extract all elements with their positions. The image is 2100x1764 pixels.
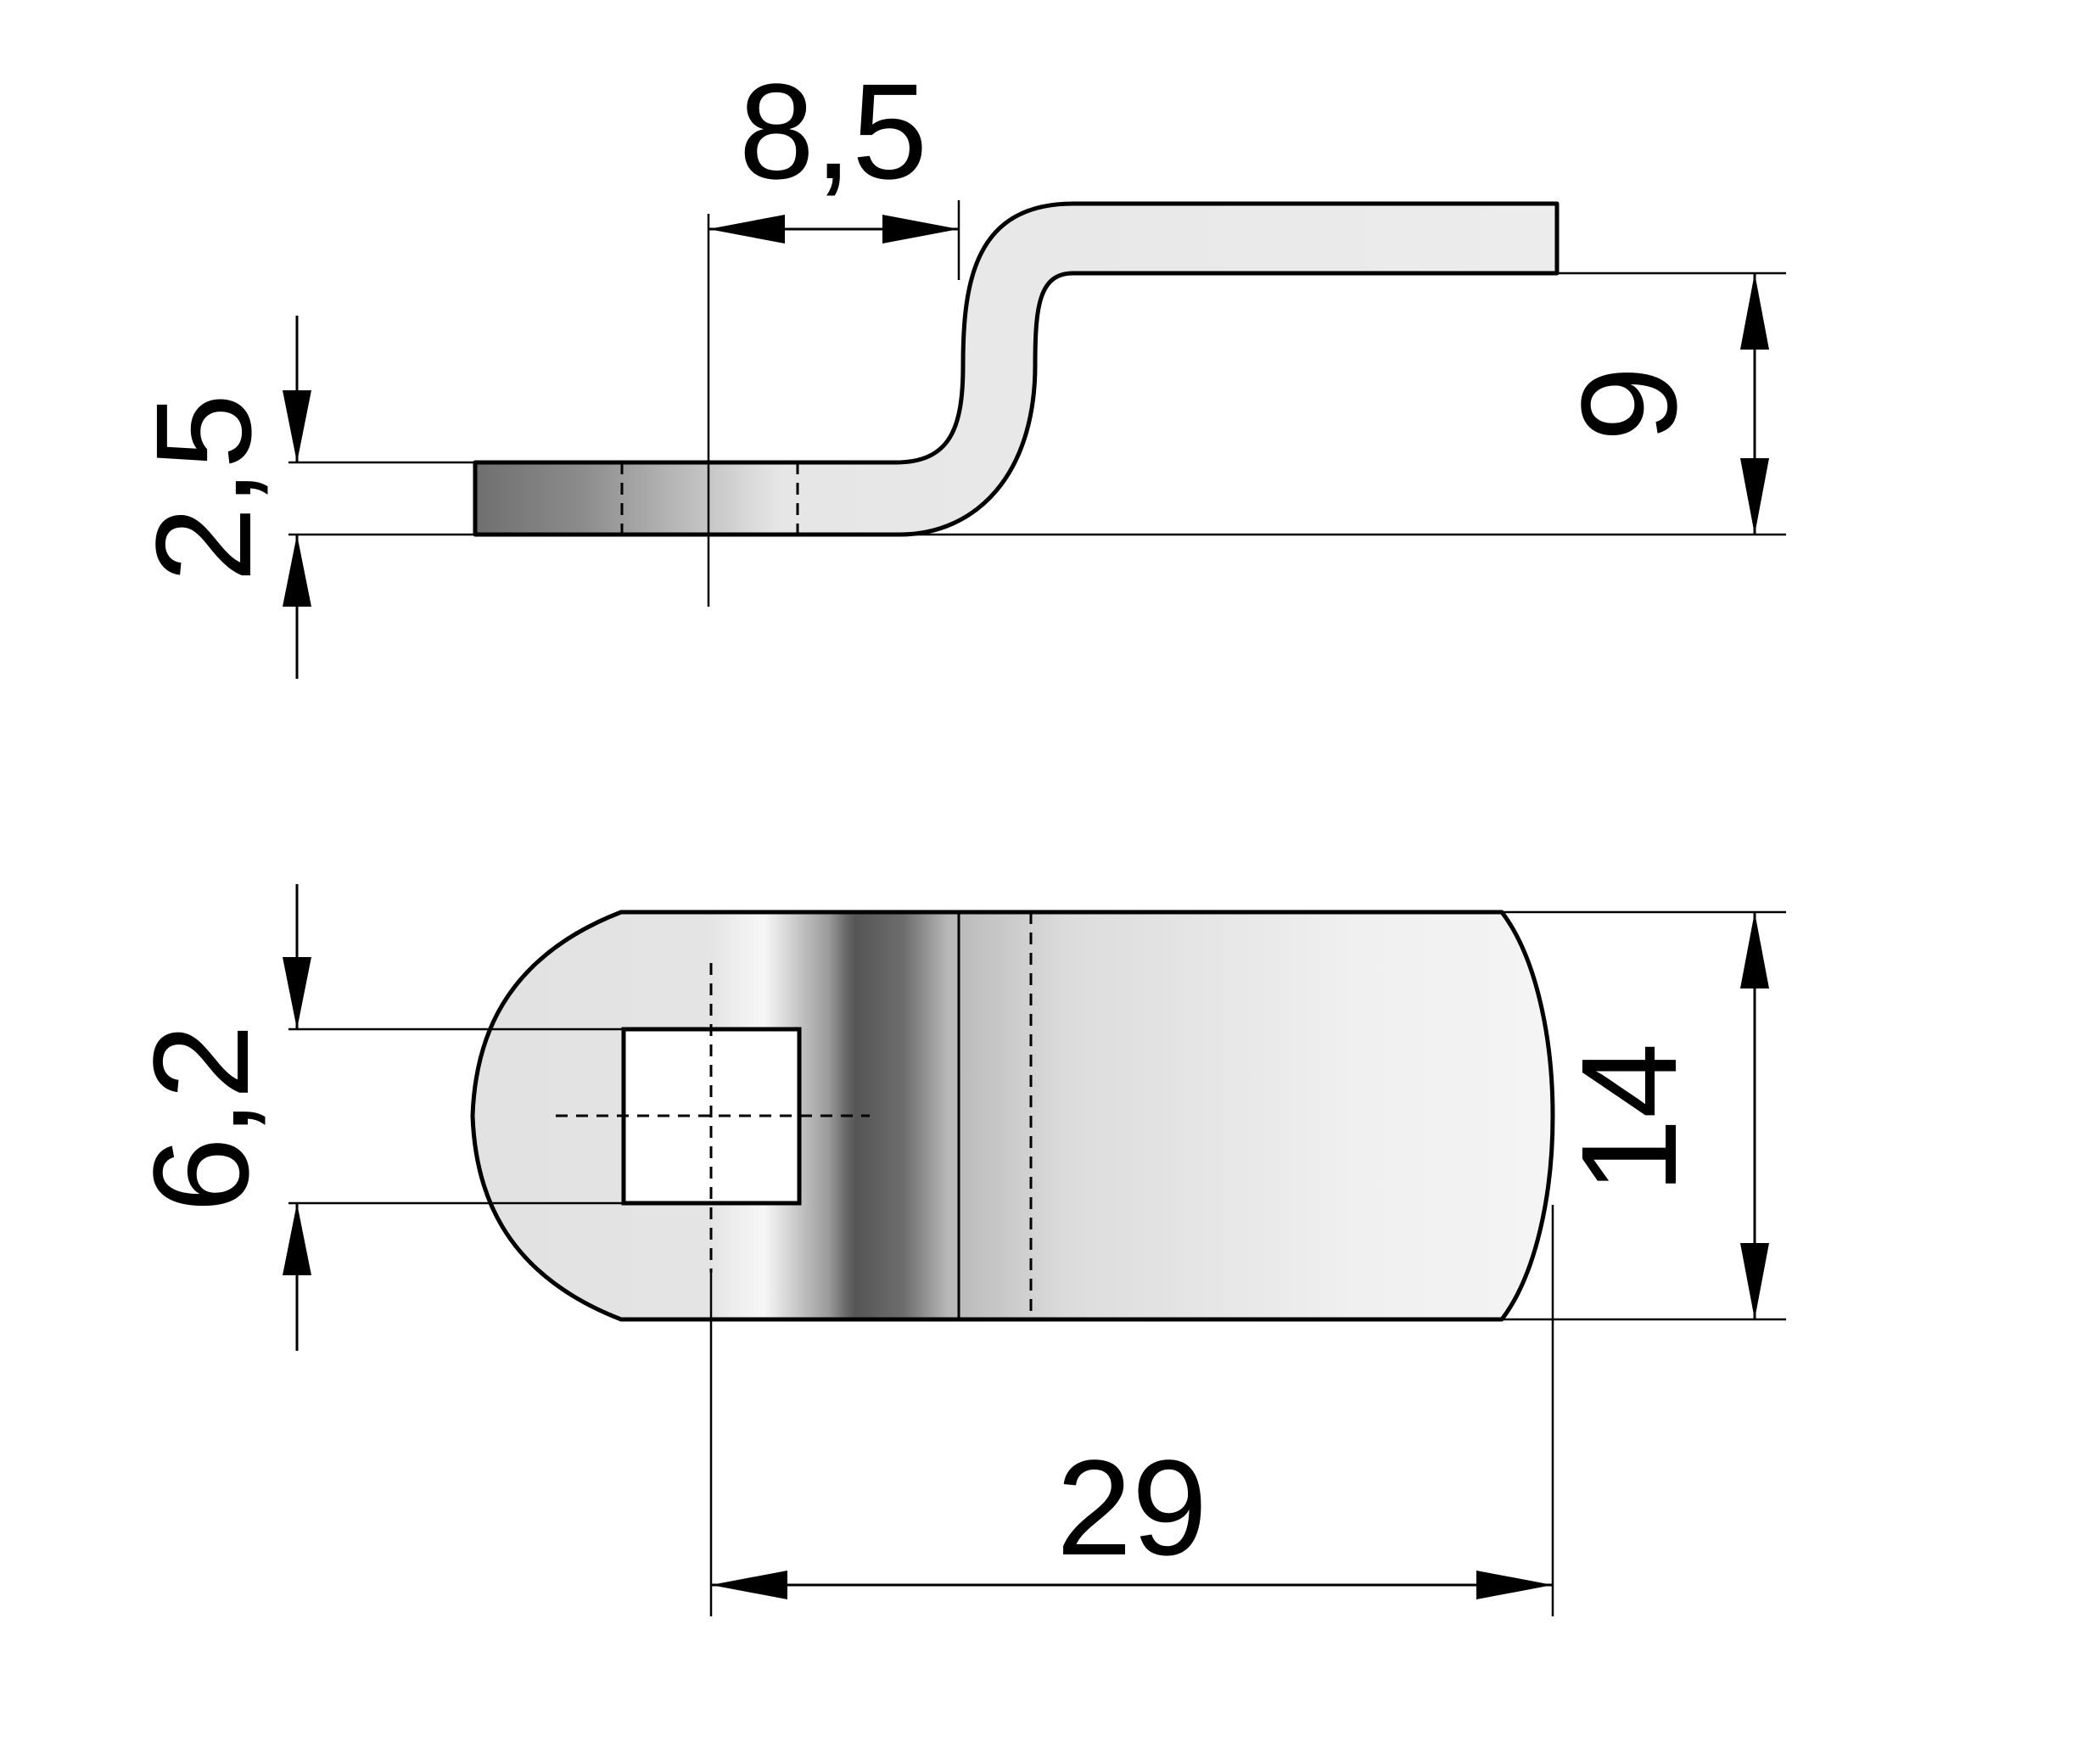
top-outline — [470, 910, 1555, 1322]
dim-hole-label: 6,2 — [125, 1024, 277, 1212]
dim-width-label: 14 — [1553, 1043, 1705, 1194]
dim-top-width-label: 8,5 — [739, 55, 927, 207]
top-view — [288, 910, 1786, 1616]
dim-width: 14 — [1553, 912, 1769, 1319]
dim-thickness-label: 2,5 — [127, 394, 279, 582]
dim-hole: 6,2 — [125, 884, 311, 1351]
dim-thickness: 2,5 — [127, 316, 311, 679]
dim-top-width: 8,5 — [708, 55, 959, 244]
dim-length: 29 — [711, 1431, 1553, 1599]
dim-height: 9 — [1553, 273, 1769, 535]
dim-length-label: 29 — [1056, 1431, 1207, 1583]
side-profile — [473, 201, 1560, 537]
dim-height-label: 9 — [1553, 367, 1705, 442]
side-view — [288, 200, 1786, 607]
